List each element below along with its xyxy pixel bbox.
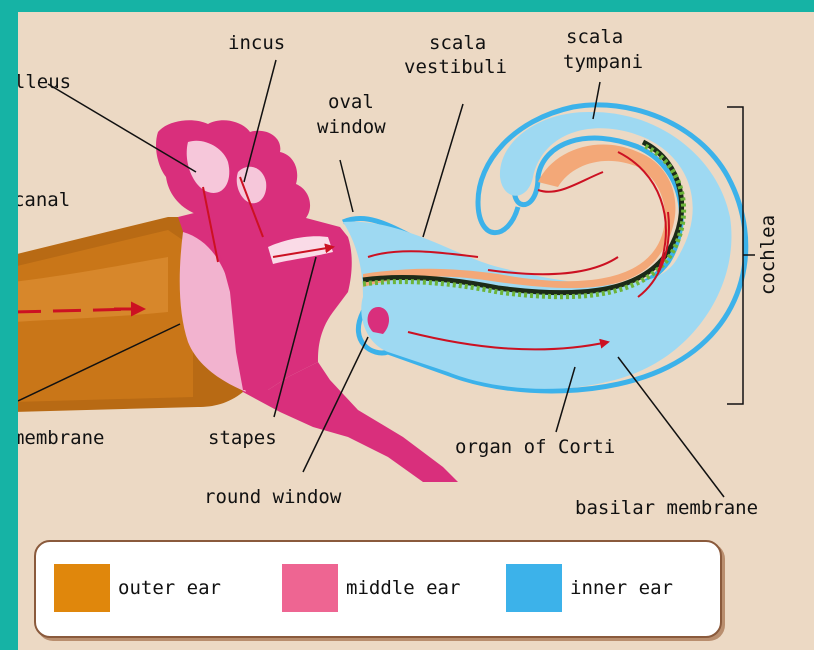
label-cochlea: cochlea (757, 215, 779, 295)
label-auditory-canal: auditory canal (18, 189, 70, 211)
legend-label-inner-ear: inner ear (570, 577, 673, 599)
label-scala-vestibuli-line1: scala (429, 32, 486, 54)
diagram-panel: incus malleus scala vestibuli scala tymp… (18, 12, 814, 650)
swatch-middle-ear (282, 564, 338, 612)
label-stapes: stapes (208, 427, 277, 449)
legend-item-outer-ear: outer ear (54, 564, 221, 612)
legend-label-outer-ear: outer ear (118, 577, 221, 599)
legend: outer ear middle ear inner ear (34, 540, 722, 638)
label-incus: incus (228, 32, 285, 54)
cochlea (343, 105, 746, 391)
swatch-outer-ear (54, 564, 110, 612)
label-round-window: round window (204, 486, 342, 508)
swatch-inner-ear (506, 564, 562, 612)
legend-item-middle-ear: middle ear (282, 564, 460, 612)
label-organ-of-corti: organ of Corti (455, 436, 615, 458)
label-malleus: malleus (18, 71, 71, 93)
label-scala-vestibuli-line2: vestibuli (404, 56, 507, 78)
label-basilar-membrane: basilar membrane (575, 497, 758, 519)
label-tympanic-membrane: tympanic membrane (18, 427, 104, 449)
legend-item-inner-ear: inner ear (506, 564, 673, 612)
label-scala-tympani-line1: scala (566, 26, 623, 48)
legend-label-middle-ear: middle ear (346, 577, 460, 599)
label-oval-window-line1: oval (328, 91, 374, 113)
label-oval-window-line2: window (317, 116, 386, 138)
label-scala-tympani-line2: tympani (563, 51, 643, 73)
